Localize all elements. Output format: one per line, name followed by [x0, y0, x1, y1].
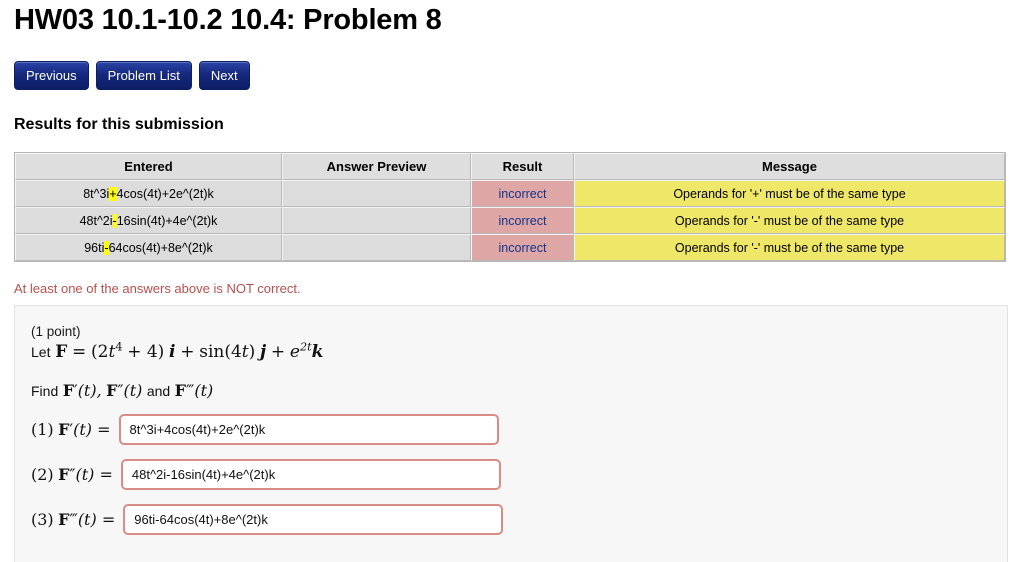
- find-lead-text: Find: [31, 383, 59, 399]
- derivative-3-symbol: F: [174, 381, 187, 400]
- derivative-1-arg: (t),: [77, 381, 102, 400]
- answer-label-2: (2) F″(t) =: [31, 465, 113, 485]
- problem-list-button[interactable]: Problem List: [95, 61, 192, 90]
- find-conjunction: and: [146, 383, 171, 399]
- equals-sign: =: [72, 342, 87, 362]
- derivative-2-symbol: F: [106, 381, 118, 400]
- incorrect-answer-warning: At least one of the answers above is NOT…: [14, 281, 301, 296]
- answer-arg-3: (t) =: [77, 509, 116, 529]
- answer-index-3: (3): [31, 509, 54, 529]
- cell-result: incorrect: [471, 180, 574, 207]
- sin-function: sin(4: [199, 342, 242, 362]
- entered-text-after: 16sin(4t)+4e^(2t)k: [116, 213, 218, 228]
- cell-entered: 96ti-64cos(4t)+8e^(2t)k: [15, 234, 282, 261]
- entered-text-before: 96ti: [84, 240, 105, 255]
- answer-prime-3: ‴: [69, 509, 78, 529]
- answer-input-2[interactable]: [120, 459, 501, 490]
- answer-input-1[interactable]: [118, 414, 499, 445]
- answer-row-3: (3) F‴(t) =: [31, 504, 504, 535]
- entered-text-before: 8t^3i: [83, 186, 110, 201]
- table-row: 8t^3i+4cos(4t)+2e^(2t)k incorrect Operan…: [15, 180, 1005, 207]
- answer-prime-1: ′: [69, 419, 74, 439]
- column-header-answer-preview: Answer Preview: [282, 153, 471, 180]
- cell-message: Operands for '+' must be of the same typ…: [574, 180, 1005, 207]
- table-header-row: Entered Answer Preview Result Message: [15, 153, 1005, 180]
- cell-message: Operands for '-' must be of the same typ…: [574, 207, 1005, 234]
- answer-row-2: (2) F″(t) =: [31, 459, 501, 490]
- problem-navigation: Previous Problem List Next: [14, 61, 250, 90]
- answer-index-2: (2): [31, 464, 54, 484]
- answer-input-3[interactable]: [123, 504, 504, 535]
- cell-result: incorrect: [471, 207, 574, 234]
- unit-vector-i: i: [169, 342, 176, 362]
- next-button[interactable]: Next: [198, 61, 250, 90]
- exponent-4: 4: [115, 340, 123, 354]
- cell-answer-preview: [282, 180, 471, 207]
- answer-label-3: (3) F‴(t) =: [31, 510, 115, 530]
- problem-points: (1 point): [31, 324, 81, 339]
- entered-text-after: 64cos(4t)+8e^(2t)k: [108, 240, 213, 255]
- column-header-result: Result: [471, 153, 574, 180]
- derivative-3-arg: (t): [194, 381, 214, 400]
- problem-instruction: Find F′(t), F″(t) and F‴(t): [31, 381, 213, 401]
- entered-text-before: 48t^2i: [79, 213, 113, 228]
- prime-mark-2: ″: [117, 381, 124, 400]
- plus-four: + 4: [127, 342, 158, 362]
- coefficient-2: 2: [97, 342, 109, 362]
- cell-entered: 8t^3i+4cos(4t)+2e^(2t)k: [15, 180, 282, 207]
- entered-operator-highlight: -: [112, 213, 117, 228]
- table-row: 48t^2i-16sin(4t)+4e^(2t)k incorrect Oper…: [15, 207, 1005, 234]
- answer-label-1: (1) F′(t) =: [31, 420, 111, 440]
- entered-text-after: 4cos(4t)+2e^(2t)k: [116, 186, 214, 201]
- sin-paren-close: ): [248, 342, 256, 362]
- paren-open: (: [91, 342, 98, 362]
- sin-variable-t: t: [241, 342, 249, 362]
- unit-vector-k: k: [311, 342, 324, 362]
- answer-arg-1: (t) =: [73, 419, 111, 439]
- results-heading: Results for this submission: [14, 116, 224, 133]
- page-title: HW03 10.1-10.2 10.4: Problem 8: [14, 4, 442, 36]
- prime-mark-3: ‴: [186, 381, 195, 400]
- variable-t: t: [108, 342, 116, 362]
- answer-fn-2: F: [58, 464, 70, 484]
- answer-fn-1: F: [58, 419, 70, 439]
- cell-message: Operands for '-' must be of the same typ…: [574, 234, 1005, 261]
- plus-sign-2: +: [270, 342, 286, 362]
- column-header-message: Message: [574, 153, 1005, 180]
- entered-operator-highlight: +: [109, 186, 117, 201]
- paren-close: ): [157, 342, 165, 362]
- vector-F-symbol: F: [55, 342, 68, 362]
- table-row: 96ti-64cos(4t)+8e^(2t)k incorrect Operan…: [15, 234, 1005, 261]
- exponent-2t: 2t: [299, 340, 312, 354]
- derivative-2-arg: (t): [123, 381, 143, 400]
- cell-answer-preview: [282, 207, 471, 234]
- exponential-e: e: [289, 342, 300, 362]
- entered-operator-highlight: -: [104, 240, 109, 255]
- answer-prime-2: ″: [69, 464, 76, 484]
- let-lead-text: Let: [31, 344, 51, 360]
- column-header-entered: Entered: [15, 153, 282, 180]
- cell-answer-preview: [282, 234, 471, 261]
- answer-arg-2: (t) =: [75, 464, 113, 484]
- results-table: Entered Answer Preview Result Message 8t…: [14, 152, 1006, 262]
- plus-sign-1: +: [180, 342, 195, 362]
- problem-statement-panel: (1 point) Let F = (2t4 + 4) i + sin(4t) …: [14, 305, 1008, 562]
- cell-entered: 48t^2i-16sin(4t)+4e^(2t)k: [15, 207, 282, 234]
- cell-result: incorrect: [471, 234, 574, 261]
- previous-button[interactable]: Previous: [14, 61, 89, 90]
- answer-fn-3: F: [58, 509, 70, 529]
- unit-vector-j: j: [260, 342, 267, 362]
- answer-index-1: (1): [31, 419, 54, 439]
- prime-mark-1: ′: [74, 381, 78, 400]
- derivative-1-symbol: F: [62, 381, 75, 400]
- problem-function-definition: Let F = (2t4 + 4) i + sin(4t) j + e2tk: [31, 340, 324, 362]
- answer-row-1: (1) F′(t) =: [31, 414, 499, 445]
